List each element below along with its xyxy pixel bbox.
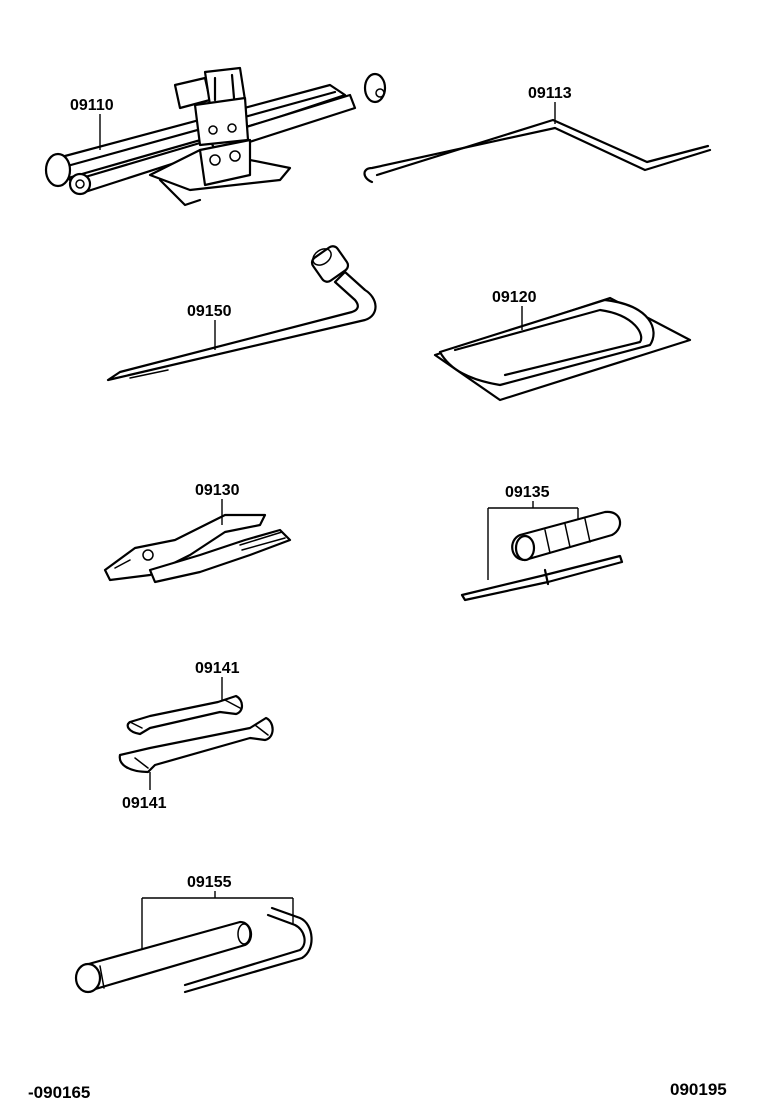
- part-number-wrench-lower: 09141: [122, 795, 167, 812]
- pliers-drawing[interactable]: [103, 513, 292, 584]
- label-plug-wrench: 09155: [141, 874, 294, 950]
- part-number-wheel-wrench: 09150: [187, 303, 232, 320]
- label-wrench-upper: 09141: [195, 660, 240, 700]
- label-pliers: 09130: [195, 482, 240, 525]
- label-jack: 09110: [70, 97, 114, 150]
- part-number-jack: 09110: [70, 97, 114, 114]
- wrench-upper-drawing[interactable]: [126, 694, 244, 736]
- part-number-pliers: 09130: [195, 482, 240, 499]
- label-wrench-lower: 09141: [122, 772, 167, 812]
- label-wheel-wrench: 09150: [187, 303, 232, 350]
- label-tool-bag: 09120: [492, 289, 537, 330]
- wheel-wrench-drawing[interactable]: [106, 244, 377, 382]
- part-number-plug-wrench: 09155: [187, 874, 232, 891]
- part-number-tool-bag: 09120: [492, 289, 537, 306]
- part-number-jack-handle: 09113: [528, 85, 572, 102]
- label-screwdriver: 09135: [487, 484, 579, 580]
- jack-drawing[interactable]: [44, 66, 387, 207]
- footer-right-code: 090195: [670, 1080, 727, 1099]
- part-number-screwdriver: 09135: [505, 484, 550, 501]
- plug-wrench-drawing[interactable]: [74, 906, 313, 994]
- tool-bag-drawing[interactable]: [433, 296, 692, 402]
- jack-handle-drawing[interactable]: [363, 118, 712, 184]
- wrench-lower-drawing[interactable]: [118, 716, 274, 774]
- part-number-wrench-upper: 09141: [195, 660, 240, 677]
- footer-left-code: -090165: [28, 1083, 90, 1102]
- screwdriver-drawing[interactable]: [460, 510, 624, 602]
- label-jack-handle: 09113: [528, 85, 572, 124]
